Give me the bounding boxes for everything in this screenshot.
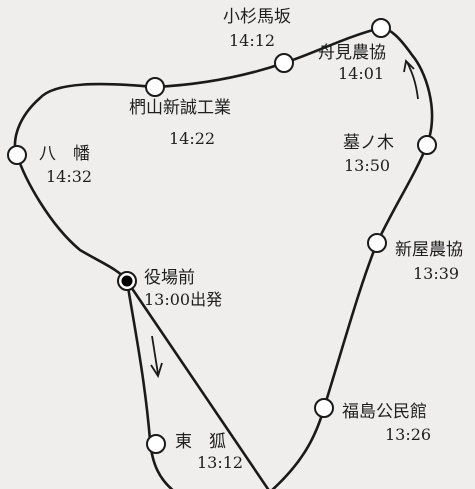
- stop-time-kuriyama: 14:22: [169, 129, 216, 148]
- stop-name-higashigitsune: 東 狐: [175, 432, 226, 452]
- stop-name-kosugi: 小杉馬坂: [223, 7, 291, 27]
- stop-marker-yakubamae-inner: [121, 275, 133, 287]
- stop-name-haka: 墓ノ木: [343, 133, 394, 153]
- stop-time-kosugi: 14:12: [229, 31, 276, 50]
- stop-time-niiya: 13:39: [413, 264, 460, 283]
- direction-arrow-down: [150, 335, 163, 379]
- stop-marker-fukushima: [314, 398, 334, 418]
- stop-marker-haka: [417, 135, 437, 155]
- stop-time-yakubamae: 13:00出発: [144, 290, 223, 309]
- stop-time-higashigitsune: 13:12: [197, 453, 244, 472]
- stop-name-kuriyama: 椚山新誠工業: [129, 98, 231, 118]
- direction-arrow-up: [403, 59, 419, 100]
- stop-name-yakubamae: 役場前: [144, 268, 195, 288]
- stop-time-funami: 14:01: [338, 64, 385, 83]
- stop-name-funami: 舟見農協: [318, 43, 386, 63]
- stop-marker-kosugi: [274, 53, 294, 73]
- stop-time-haka: 13:50: [344, 156, 391, 175]
- stop-marker-funami: [371, 18, 391, 38]
- stop-marker-niiya: [367, 233, 387, 253]
- stop-time-fukushima: 13:26: [385, 425, 432, 444]
- stop-marker-yawata: [7, 145, 27, 165]
- stop-name-niiya: 新屋農協: [395, 240, 463, 260]
- stop-name-yawata: 八 幡: [39, 144, 90, 164]
- stop-time-yawata: 14:32: [46, 167, 93, 186]
- stop-marker-higashigitsune: [146, 434, 166, 454]
- stop-marker-kuriyama: [145, 77, 165, 97]
- stop-name-fukushima: 福島公民館: [342, 402, 427, 422]
